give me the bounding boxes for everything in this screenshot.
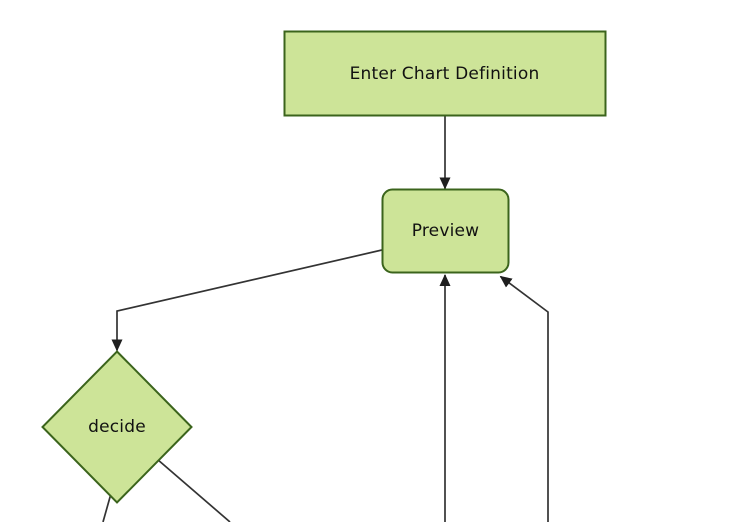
edge-decide-to-offscreen-bottom-right [149,452,231,522]
node-preview-shape [381,188,510,274]
node-decide-shape [41,350,193,504]
edge-preview-to-decide [111,249,383,352]
edge-bottom-right-to-preview [499,275,549,522]
node-enter-chart-definition-shape [283,30,607,117]
